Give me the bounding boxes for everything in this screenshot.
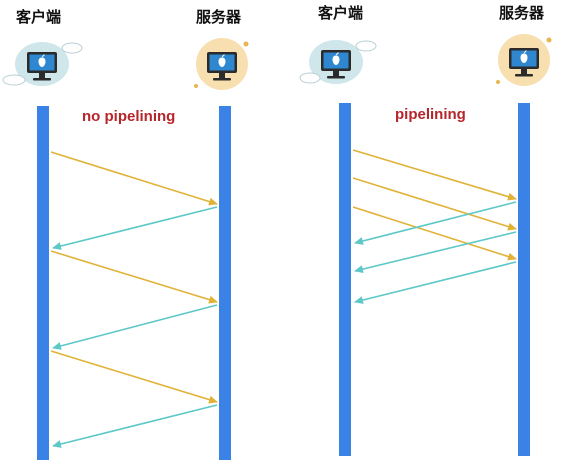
request-arrow [352,206,517,261]
response-arrow [52,206,218,250]
client-computer-icon [299,40,377,84]
client-timeline [37,106,49,460]
no-pipelining-mode-label: no pipelining [82,108,175,125]
request-arrow [50,151,218,206]
no-pipelining-panel: 客户端 服务器 no pipelining [2,8,249,460]
request-arrow [352,177,517,231]
no-pipelining-client-label: 客户端 [15,8,61,26]
response-arrow [52,404,218,448]
response-arrow [354,231,517,274]
client-timeline [339,103,351,456]
pipelining-mode-label: pipelining [395,106,466,123]
request-arrow [50,350,218,404]
no-pipelining-server-label: 服务器 [196,8,242,26]
client-computer-icon [2,42,83,86]
response-arrow [52,304,218,350]
request-arrow [50,250,218,304]
server-timeline [219,106,231,460]
server-computer-icon [496,34,552,86]
request-arrow [352,149,517,201]
response-arrow [354,261,517,304]
pipelining-server-label: 服务器 [499,4,545,22]
pipelining-client-label: 客户端 [317,4,363,22]
pipelining-panel: 客户端 服务器 pipelining [299,4,552,456]
response-arrow [354,201,517,245]
server-computer-icon [194,38,249,90]
server-timeline [518,103,530,456]
